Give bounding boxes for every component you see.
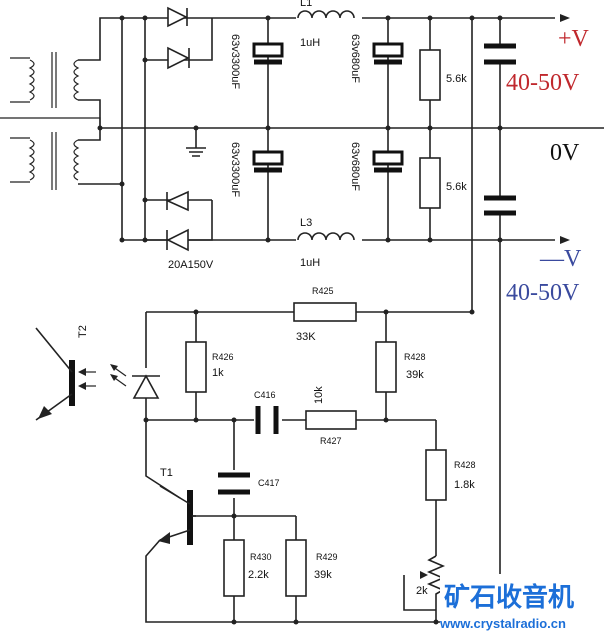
- inductor-l1-value: 1uH: [300, 37, 320, 49]
- t1-label: T1: [160, 467, 173, 479]
- bleeder-bottom-label: 5.6k: [446, 181, 467, 193]
- phototransistor-t2: [35, 327, 96, 421]
- transistor-t1: [158, 485, 196, 545]
- r429-value: 39k: [314, 569, 332, 581]
- plus-v-label: +V: [558, 26, 590, 52]
- transformer: [0, 52, 101, 190]
- cap-left-top-label: 63v3300uF: [229, 34, 241, 89]
- capacitors-right: [372, 42, 404, 173]
- r427-value: 10k: [313, 386, 325, 404]
- r428-upper-value: 39k: [406, 369, 424, 381]
- cap-left-bottom-label: 63v3300uF: [229, 142, 241, 197]
- resistor-r428-right: [425, 449, 447, 501]
- r425-value: 33K: [296, 331, 316, 343]
- minus-v-range: 40-50V: [506, 280, 580, 306]
- r430-name: R430: [250, 552, 272, 562]
- capacitors-left: [252, 42, 284, 173]
- cap-right-top-label: 63v680uF: [349, 34, 361, 83]
- minus-v-label: —V: [539, 246, 582, 272]
- resistor-r427: [305, 410, 357, 430]
- resistor-r425: [293, 302, 357, 322]
- cap-right-bottom-label: 63v680uF: [349, 142, 361, 191]
- rectifier-diodes: [166, 6, 190, 252]
- r429-name: R429: [316, 552, 338, 562]
- inductor-l1-name: L1: [300, 0, 312, 9]
- capacitor-c416: [255, 406, 279, 434]
- c416-label: C416: [254, 390, 276, 400]
- output-capacitors: [484, 43, 516, 216]
- junction-dots: [97, 15, 503, 243]
- r425-name: R425: [312, 286, 334, 296]
- watermark-bg: [440, 574, 604, 635]
- r426-name: R426: [212, 352, 234, 362]
- r430-value: 2.2k: [248, 569, 269, 581]
- t2-label: T2: [77, 325, 89, 338]
- zero-v-label: 0V: [550, 140, 580, 166]
- watermark-logo: 矿石收音机: [444, 582, 574, 613]
- output-arrows: [560, 14, 570, 244]
- pot-value: 2k: [416, 585, 428, 597]
- inductor-l3-value: 1uH: [300, 257, 320, 269]
- plus-v-range: 40-50V: [506, 70, 580, 96]
- c417-label: C417: [258, 478, 280, 488]
- resistor-r429: [285, 539, 307, 597]
- capacitor-c417: [218, 472, 250, 495]
- bleeder-top-label: 5.6k: [446, 73, 467, 85]
- inductor-l3-name: L3: [300, 217, 312, 229]
- r428-right-name: R428: [454, 460, 476, 470]
- led-diode: [110, 364, 160, 399]
- r428-right-value: 1.8k: [454, 479, 475, 491]
- bleeder-resistor-top: [419, 49, 441, 101]
- r426-value: 1k: [212, 367, 224, 379]
- resistor-r430: [223, 539, 245, 597]
- resistor-r428-upper: [375, 341, 397, 393]
- bleeder-resistor-bottom: [419, 157, 441, 209]
- resistor-r426: [185, 341, 207, 393]
- watermark-url: www.crystalradio.cn: [439, 616, 566, 631]
- inductors: [296, 10, 362, 246]
- diode-label: 20A150V: [168, 259, 214, 271]
- amplifier-junctions: [143, 309, 475, 625]
- r427-name: R427: [320, 436, 342, 446]
- r428-upper-name: R428: [404, 352, 426, 362]
